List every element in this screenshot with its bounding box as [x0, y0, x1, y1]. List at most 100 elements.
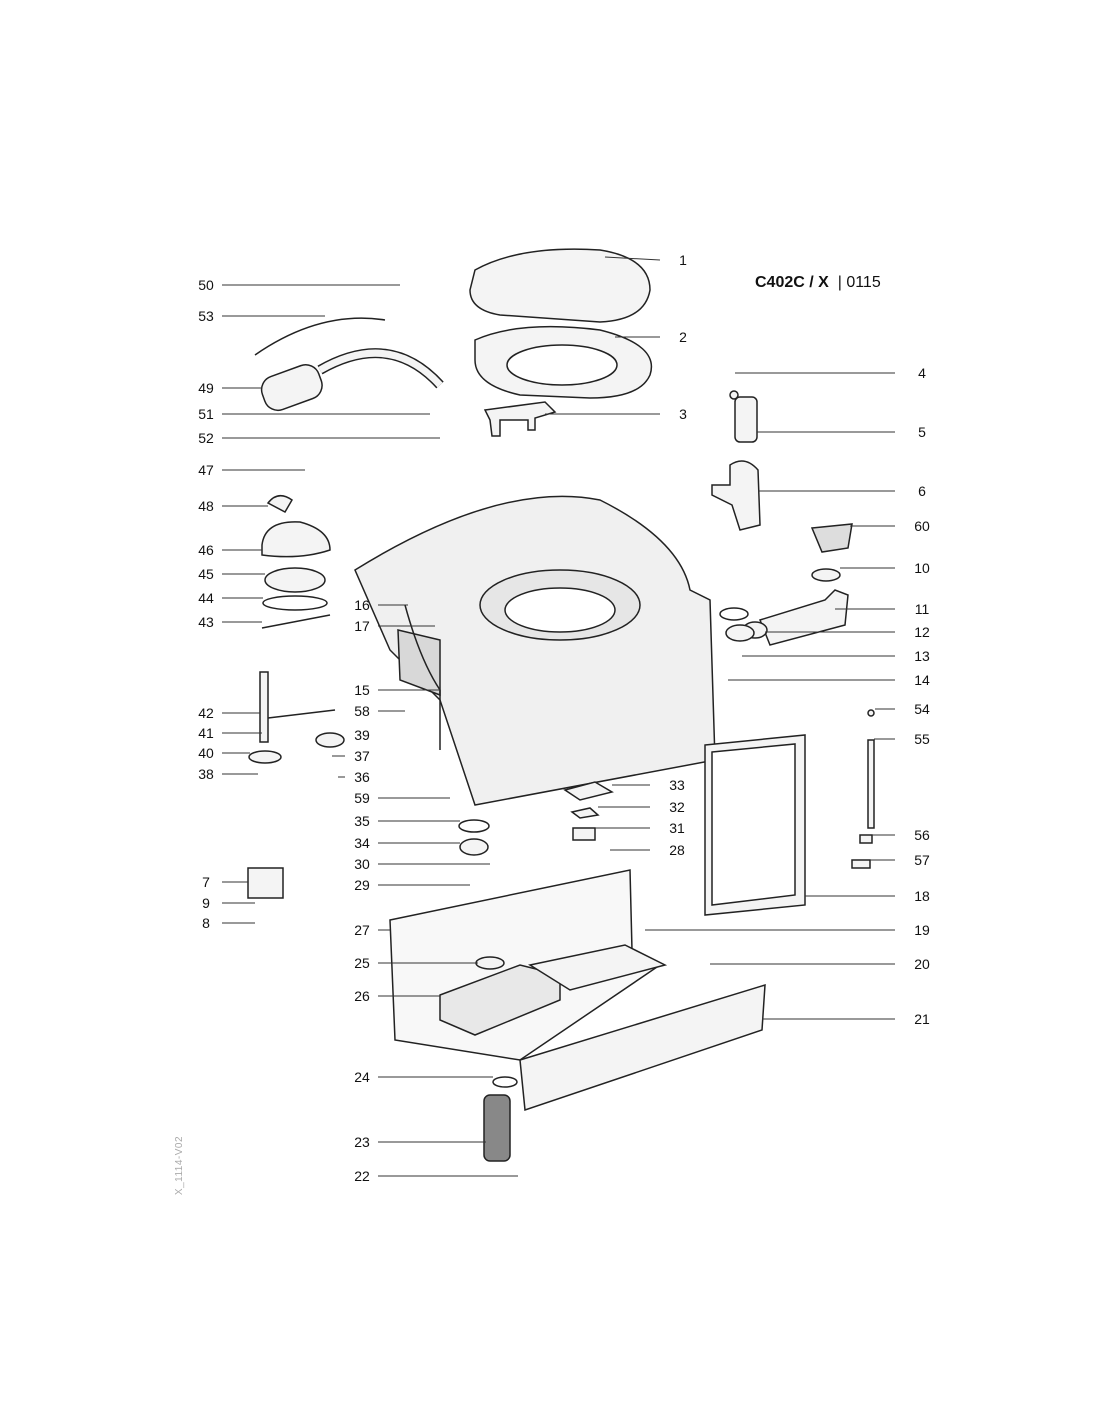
part-hinge — [483, 401, 557, 437]
part-48 — [266, 494, 293, 513]
part-label-45: 45 — [198, 566, 214, 582]
part-label-23: 23 — [354, 1134, 370, 1150]
part-seat-opening — [506, 344, 618, 386]
part-26-tank-top — [439, 964, 561, 1036]
part-label-15: 15 — [354, 682, 370, 698]
part-label-60: 60 — [914, 518, 930, 534]
revision-code: 0115 — [846, 274, 881, 291]
part-label-17: 17 — [354, 618, 370, 634]
part-label-21: 21 — [914, 1011, 930, 1027]
part-44 — [262, 595, 328, 611]
part-label-2: 2 — [679, 329, 687, 345]
part-32 — [570, 807, 600, 819]
part-34 — [459, 838, 489, 856]
part-39 — [315, 732, 345, 748]
part-label-4: 4 — [918, 365, 926, 381]
part-label-22: 22 — [354, 1168, 370, 1184]
part-label-54: 54 — [914, 701, 930, 717]
part-53-cable — [254, 317, 386, 356]
part-label-12: 12 — [914, 624, 930, 640]
part-11 — [759, 589, 849, 646]
part-label-52: 52 — [198, 430, 214, 446]
part-label-36: 36 — [354, 769, 370, 785]
part-label-33: 33 — [669, 777, 685, 793]
part-label-34: 34 — [354, 835, 370, 851]
part-label-7: 7 — [202, 874, 210, 890]
part-label-50: 50 — [198, 277, 214, 293]
part-label-38: 38 — [198, 766, 214, 782]
part-label-59: 59 — [354, 790, 370, 806]
part-19-cover — [528, 944, 668, 991]
part-4 — [729, 390, 739, 400]
part-label-56: 56 — [914, 827, 930, 843]
part-label-31: 31 — [669, 820, 685, 836]
part-label-6: 6 — [918, 483, 926, 499]
model-title: C402C / X | 0115 — [755, 274, 881, 292]
title-separator: | — [837, 274, 842, 291]
part-number-labels: 1234566010111213145455565718192021505349… — [198, 252, 930, 1184]
part-label-35: 35 — [354, 813, 370, 829]
part-42-rod — [259, 671, 269, 743]
part-5 — [734, 396, 758, 443]
part-56 — [859, 834, 873, 844]
part-label-32: 32 — [669, 799, 685, 815]
part-label-25: 25 — [354, 955, 370, 971]
part-60 — [810, 523, 853, 553]
part-label-48: 48 — [198, 498, 214, 514]
part-label-40: 40 — [198, 745, 214, 761]
part-label-51: 51 — [198, 406, 214, 422]
part-10 — [811, 568, 841, 582]
part-label-29: 29 — [354, 877, 370, 893]
part-label-27: 27 — [354, 922, 370, 938]
part-13 — [725, 624, 755, 642]
part-14 — [719, 607, 749, 621]
part-label-30: 30 — [354, 856, 370, 872]
part-label-9: 9 — [202, 895, 210, 911]
part-31 — [572, 827, 596, 841]
part-label-5: 5 — [918, 424, 926, 440]
parts-drawings — [247, 248, 875, 1162]
part-label-8: 8 — [202, 915, 210, 931]
part-label-43: 43 — [198, 614, 214, 630]
part-55 — [867, 739, 875, 829]
part-label-47: 47 — [198, 462, 214, 478]
part-35 — [458, 819, 490, 833]
part-45 — [264, 567, 326, 593]
part-bowl-housing — [354, 495, 716, 806]
part-label-39: 39 — [354, 727, 370, 743]
leader-lines — [222, 256, 895, 1177]
part-21-panel — [519, 983, 766, 1112]
part-46 — [261, 521, 331, 558]
part-label-18: 18 — [914, 888, 930, 904]
part-label-24: 24 — [354, 1069, 370, 1085]
model-name: C402C / X — [755, 274, 829, 291]
part-33 — [563, 781, 614, 801]
part-label-55: 55 — [914, 731, 930, 747]
part-7 — [247, 867, 284, 899]
part-label-58: 58 — [354, 703, 370, 719]
part-24 — [492, 1076, 518, 1088]
part-label-37: 37 — [354, 748, 370, 764]
part-label-16: 16 — [354, 597, 370, 613]
part-label-46: 46 — [198, 542, 214, 558]
part-label-53: 53 — [198, 308, 214, 324]
part-label-42: 42 — [198, 705, 214, 721]
part-6 — [711, 460, 761, 531]
part-label-57: 57 — [914, 852, 930, 868]
part-label-26: 26 — [354, 988, 370, 1004]
part-label-19: 19 — [914, 922, 930, 938]
part-23-hose — [483, 1094, 511, 1162]
part-label-3: 3 — [679, 406, 687, 422]
part-lid — [469, 248, 651, 323]
part-43 — [261, 614, 331, 629]
part-25 — [475, 956, 505, 970]
part-label-20: 20 — [914, 956, 930, 972]
part-label-28: 28 — [669, 842, 685, 858]
leader-line-1 — [604, 256, 661, 261]
part-label-1: 1 — [679, 252, 687, 268]
part-54 — [867, 709, 875, 717]
drawing-id: X_1114-V02 — [174, 1135, 186, 1196]
part-57 — [851, 859, 871, 869]
part-label-14: 14 — [914, 672, 930, 688]
